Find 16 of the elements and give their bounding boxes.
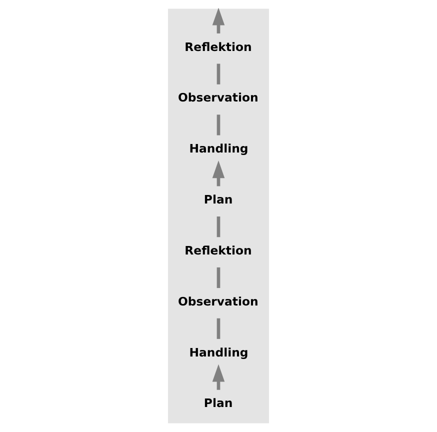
arrow xyxy=(212,160,225,186)
node-text: Plan xyxy=(204,192,233,207)
connector xyxy=(216,216,220,238)
connector xyxy=(216,318,220,339)
node-text: Plan xyxy=(204,396,233,410)
node-text: Observation xyxy=(178,90,258,105)
node-text: Reflektion xyxy=(184,40,252,54)
connector xyxy=(216,267,220,288)
connector xyxy=(216,114,220,136)
node-text: Handling xyxy=(189,142,248,156)
node-text: Handling xyxy=(189,345,248,360)
node-text: Observation xyxy=(178,294,258,308)
arrow xyxy=(212,364,225,390)
connector xyxy=(216,64,220,84)
arrow xyxy=(212,8,225,34)
node-text: Reflektion xyxy=(184,243,252,258)
